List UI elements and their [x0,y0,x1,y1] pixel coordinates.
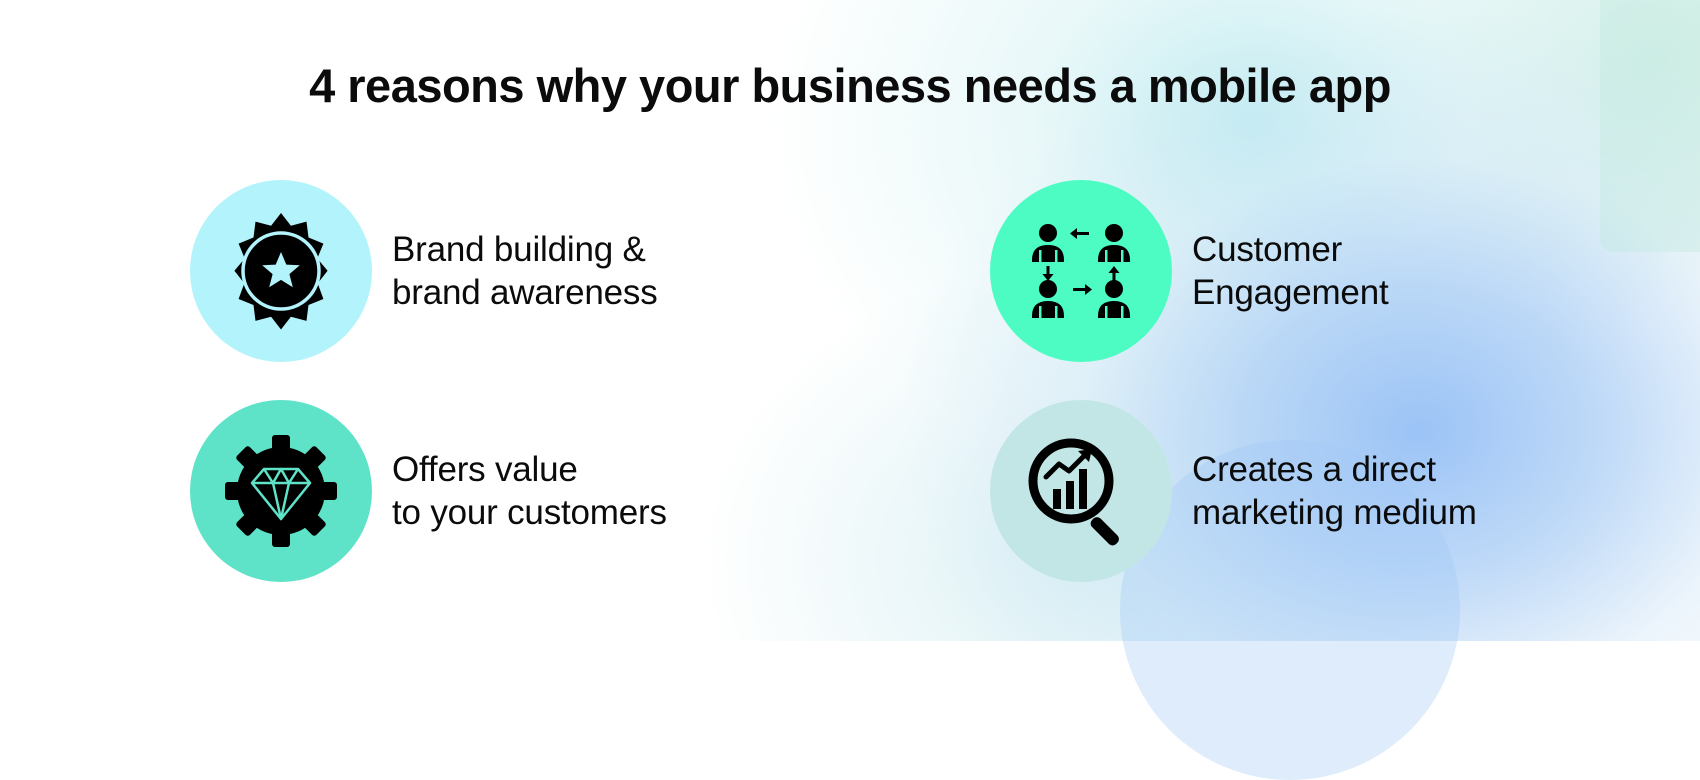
reason-customer-engagement: Customer Engagement [990,180,1389,362]
page-title: 4 reasons why your business needs a mobi… [309,59,1391,112]
icon-circle [190,400,372,582]
award-badge-star-icon [234,213,328,330]
reason-label: Offers value to your customers [392,448,667,534]
reason-line-1: Customer [1192,230,1343,269]
reason-line-2: to your customers [392,493,667,532]
decorative-panel [1600,0,1700,252]
reason-line-1: Brand building & [392,230,646,269]
reason-label: Brand building & brand awareness [392,228,658,314]
reason-label: Creates a direct marketing medium [1192,448,1477,534]
icon-circle [990,180,1172,362]
reason-label: Customer Engagement [1192,228,1389,314]
reason-line-2: Engagement [1192,273,1389,312]
analytics-magnifier-icon [1028,438,1119,546]
icon-circle [990,400,1172,582]
reason-offers-value: Offers value to your customers [190,400,667,582]
reason-direct-marketing: Creates a direct marketing medium [990,400,1477,582]
reason-brand-building: Brand building & brand awareness [190,180,658,362]
reason-line-2: brand awareness [392,273,658,312]
reason-line-1: Creates a direct [1192,450,1436,489]
reason-line-2: marketing medium [1192,493,1477,532]
icon-circle [190,180,372,362]
gear-diamond-icon [225,435,337,547]
people-exchange-icon [1032,224,1130,318]
reason-line-1: Offers value [392,450,578,489]
